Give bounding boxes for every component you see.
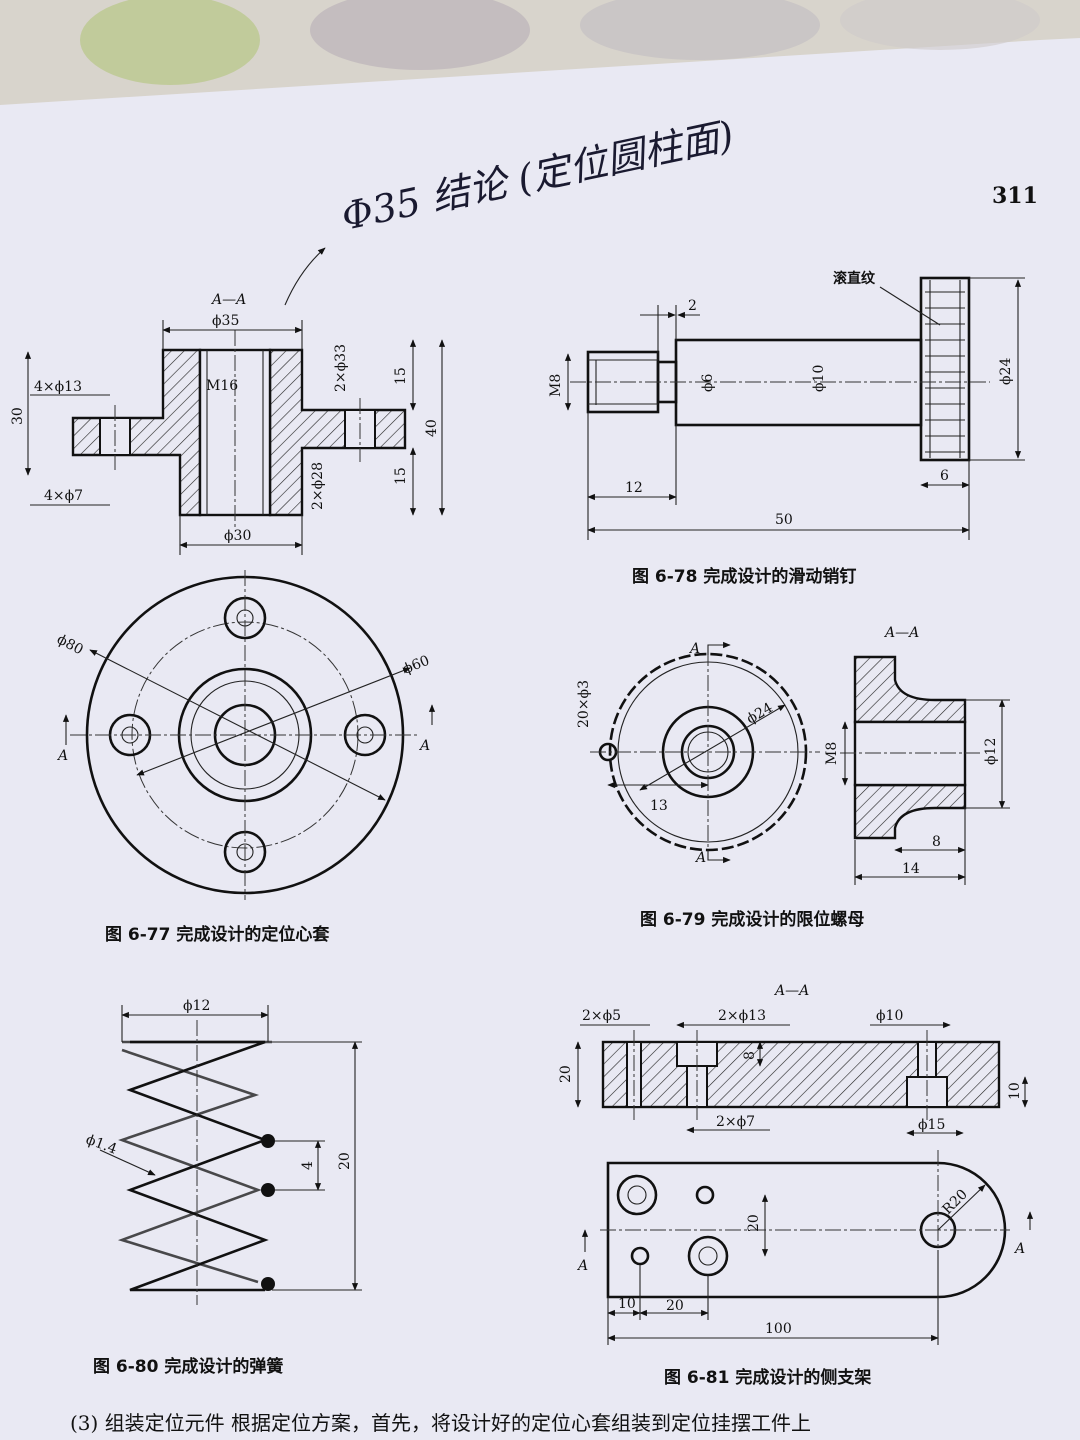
fig79-section-label: A—A (883, 625, 919, 641)
fig77-dim-2x28: 2×ϕ28 (310, 462, 326, 510)
fig79-dim-20x3: 20×ϕ3 (576, 680, 592, 728)
fig77-dim-15a: 15 (393, 367, 409, 385)
fig77-dim-4x7: 4×ϕ7 (44, 488, 83, 504)
fig81-section: A—A 2×ϕ5 2×ϕ13 ϕ10 20 8 10 2×ϕ7 ϕ (558, 983, 1029, 1137)
fig78-caption: 图 6-78 完成设计的滑动销钉 (632, 566, 856, 587)
fig78-dim-d6: ϕ6 (700, 373, 716, 392)
fig77-caption: 图 6-77 完成设计的定位心套 (105, 924, 330, 945)
fig78-dim-2: 2 (688, 298, 697, 314)
fig79-dim-d12: ϕ12 (983, 738, 999, 765)
fig79-caption: 图 6-79 完成设计的限位螺母 (640, 909, 864, 930)
fig77-dim-d35: ϕ35 (212, 313, 239, 329)
fig77-dim-m16: M16 (206, 378, 238, 394)
fig79-nut-front: A A 20×ϕ3 ϕ24 13 (576, 641, 820, 866)
fig77-dim-d30: ϕ30 (224, 528, 251, 544)
fig77-dim-2x33: 2×ϕ33 (333, 344, 349, 392)
fig81-plan: R20 20 A A 10 20 100 图 6-81 完成设计的侧支架 (576, 1150, 1034, 1388)
fabric-pattern (80, 0, 1040, 85)
handwritten-arrow (284, 247, 326, 306)
fig81-dim-d15: ϕ15 (918, 1117, 945, 1133)
fig81-dim-2x5: 2×ϕ5 (582, 1008, 621, 1024)
fig80-caption: 图 6-80 完成设计的弹簧 (93, 1356, 283, 1377)
fig81-dim-8: 8 (742, 1051, 758, 1060)
fig80-dim-4: 4 (300, 1161, 316, 1170)
fig80-dim-20: 20 (337, 1152, 353, 1170)
fig78-dim-d10: ϕ10 (811, 365, 827, 392)
fig77-section-a-right: A (418, 738, 430, 754)
fig78-dim-12: 12 (625, 480, 643, 496)
fig77-dim-30: 30 (10, 407, 26, 425)
fig78-dim-50: 50 (775, 512, 793, 528)
fig80-spring: ϕ12 ϕ1.4 4 20 图 6-80 完成设计的弹簧 (84, 998, 362, 1377)
footer-paragraph: (3) 组装定位元件 根据定位方案，首先，将设计好的定位心套组装到定位挂摆工件上 (70, 1411, 811, 1435)
fig79-section-a-bottom: A (694, 850, 706, 866)
fig81-section-a-left: A (576, 1258, 588, 1274)
fig78-pin: 滚直纹 2 M8 ϕ6 ϕ10 ϕ24 6 12 50 图 6-78 完成设计的… (548, 270, 1025, 587)
fig77-section-label: A—A (210, 292, 246, 308)
fig81-caption: 图 6-81 完成设计的侧支架 (664, 1367, 871, 1388)
fig77-section-view: A—A ϕ35 M16 4×ϕ13 4×ϕ7 30 2×ϕ33 (10, 292, 446, 555)
fig77-dim-4x13: 4×ϕ13 (34, 379, 82, 395)
fig81-dim-v20: 20 (746, 1214, 762, 1232)
fig81-dim-10: 10 (1007, 1082, 1023, 1100)
fig78-dim-6: 6 (940, 468, 949, 484)
fig79-nut-section: A—A M8 ϕ12 8 14 图 6-79 完成设计的限位螺母 (640, 625, 1010, 930)
fig81-dim-2x13: 2×ϕ13 (718, 1008, 766, 1024)
fig81-section-a-right: A (1013, 1241, 1025, 1257)
fig78-knurl (925, 280, 965, 458)
fig81-dim-20: 20 (558, 1065, 574, 1083)
fig80-dim-d12: ϕ12 (183, 998, 210, 1014)
fig81-dim-10b: 10 (618, 1296, 636, 1312)
fig81-dim-d10: ϕ10 (876, 1008, 903, 1024)
fig79-dim-8: 8 (932, 834, 941, 850)
fig79-section-a-top: A (688, 641, 700, 657)
fig77-dim-40: 40 (424, 419, 440, 437)
fig81-dim-2x7: 2×ϕ7 (716, 1114, 755, 1130)
fig81-section-label: A—A (773, 983, 809, 999)
fig77-section-a-left: A (56, 748, 68, 764)
fig81-dim-100: 100 (765, 1321, 792, 1337)
fig78-dim-d24: ϕ24 (998, 358, 1014, 385)
fig78-knurl-label: 滚直纹 (833, 270, 876, 287)
fig81-dim-20b: 20 (666, 1298, 684, 1314)
fig78-dim-m8: M8 (548, 374, 564, 397)
page-number: 311 (992, 183, 1038, 209)
fig79-dim-13: 13 (650, 798, 668, 814)
fig77-dim-15b: 15 (393, 467, 409, 485)
fig79-dim-14: 14 (902, 861, 920, 877)
fig79-dim-m8: M8 (824, 742, 840, 765)
